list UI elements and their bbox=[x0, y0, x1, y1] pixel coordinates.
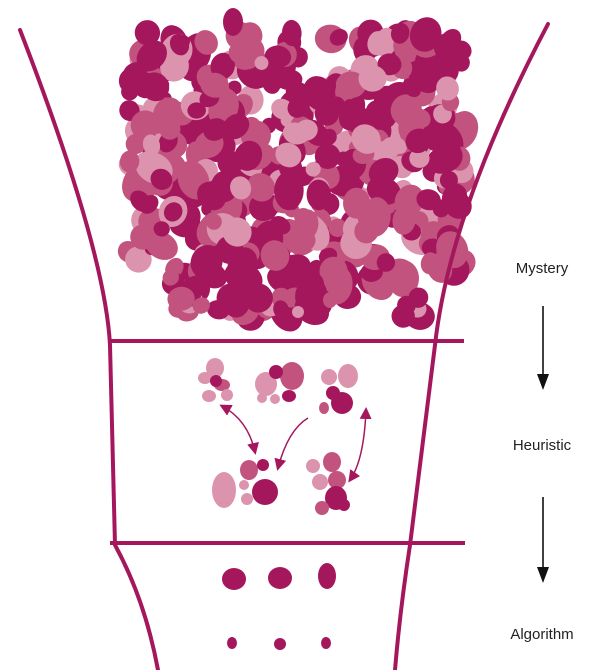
blob bbox=[312, 474, 328, 490]
blob bbox=[223, 8, 243, 36]
stage-label-mystery: Mystery bbox=[487, 260, 590, 277]
blob bbox=[338, 499, 350, 511]
blob bbox=[331, 392, 353, 414]
blob bbox=[292, 306, 304, 318]
blob bbox=[323, 452, 341, 472]
blob bbox=[198, 372, 212, 384]
arrow-icon bbox=[222, 406, 255, 452]
dot bbox=[318, 563, 336, 589]
blob bbox=[306, 459, 320, 473]
blob bbox=[239, 480, 249, 490]
arrow-icon bbox=[278, 418, 308, 468]
blob bbox=[280, 362, 304, 390]
blob bbox=[319, 402, 329, 414]
blob bbox=[241, 493, 253, 505]
blob bbox=[269, 365, 283, 379]
blob bbox=[252, 479, 278, 505]
blob bbox=[257, 393, 267, 403]
blob bbox=[240, 460, 258, 480]
blob bbox=[212, 472, 236, 508]
blob bbox=[257, 459, 269, 471]
down-arrow-icon bbox=[536, 306, 550, 390]
blob bbox=[321, 369, 337, 385]
blob bbox=[282, 390, 296, 402]
blob bbox=[323, 292, 337, 308]
algorithm-dots bbox=[222, 563, 336, 650]
dot bbox=[268, 567, 292, 589]
stage-label-heuristic: Heuristic bbox=[487, 437, 590, 454]
blob bbox=[210, 375, 222, 387]
dot bbox=[274, 638, 286, 650]
dot bbox=[321, 637, 331, 649]
blob bbox=[338, 364, 358, 388]
blob bbox=[270, 394, 280, 404]
heuristic-clusters bbox=[198, 358, 358, 515]
blob bbox=[315, 501, 329, 515]
dot bbox=[227, 637, 237, 649]
stage-label-algorithm: Algorithm bbox=[487, 626, 590, 643]
blob bbox=[221, 389, 233, 401]
dot bbox=[222, 568, 246, 590]
blob bbox=[202, 390, 216, 402]
mystery-blob-cloud bbox=[114, 8, 484, 338]
down-arrow-icon bbox=[536, 497, 550, 583]
arrow-icon bbox=[350, 410, 366, 480]
